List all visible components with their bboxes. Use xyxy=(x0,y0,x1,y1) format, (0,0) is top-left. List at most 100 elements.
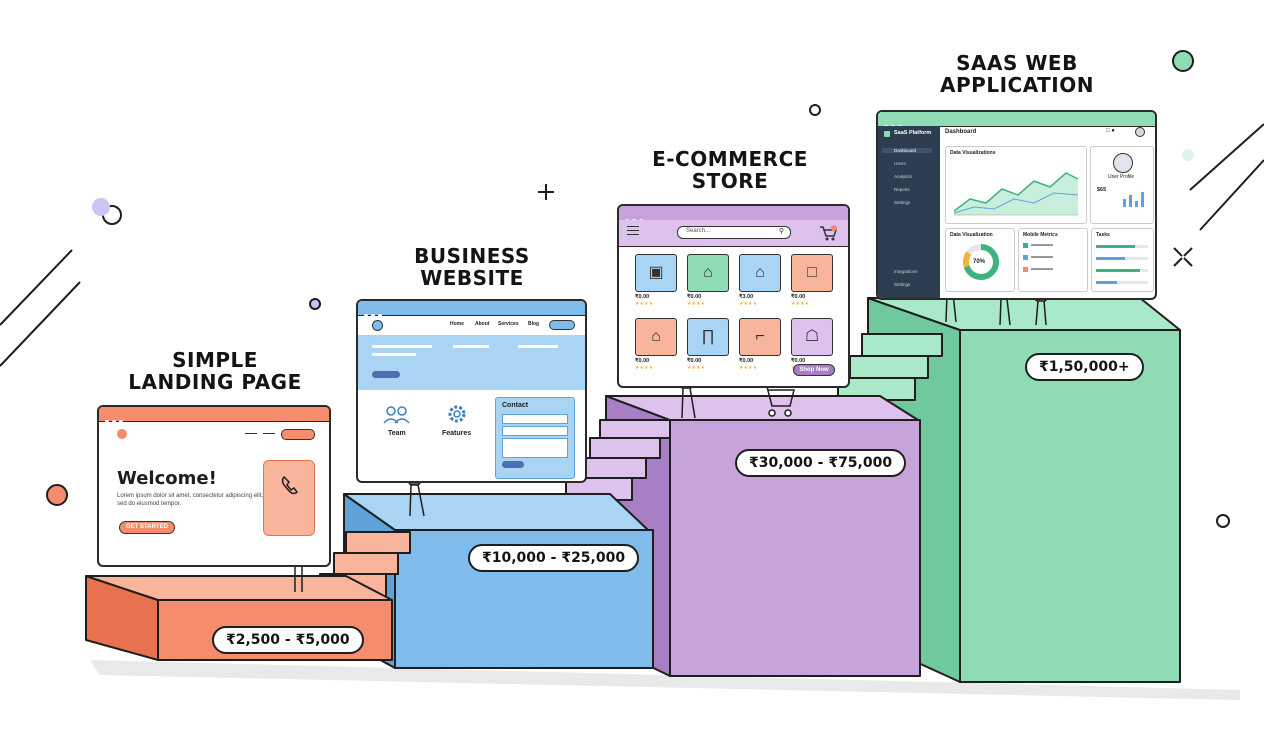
shopping-cart-icon[interactable] xyxy=(819,225,837,241)
ecommerce-title-line2: STORE xyxy=(691,169,769,194)
search-input[interactable]: Search... ⚲ xyxy=(677,226,791,239)
nav-home[interactable]: Home xyxy=(450,321,464,327)
nav-blog[interactable]: Blog xyxy=(528,321,540,327)
saas-title-line2: APPLICATION xyxy=(940,73,1094,98)
saas-nav-item[interactable]: Reports xyxy=(894,187,910,192)
saas-title-line1: SAAS WEB xyxy=(956,51,1078,75)
saas-nav-integrations[interactable]: Integrations xyxy=(894,269,918,274)
shirt-icon: ⌂ xyxy=(755,264,765,281)
business-logo xyxy=(372,320,383,331)
search-placeholder: Search... xyxy=(686,228,711,234)
mobile-metrics-card: Mobile Metrics xyxy=(1018,228,1088,292)
ecommerce-store-mockup: Search... ⚲ ▣₹0.00★★★★⌂₹0.00★★★★⌂₹3.00★★… xyxy=(617,204,850,388)
contact-name-field[interactable] xyxy=(502,414,568,424)
product-rating: ★★★★ xyxy=(687,301,705,307)
product-tile[interactable]: □ xyxy=(791,254,833,292)
product-tile[interactable]: ⌂ xyxy=(635,318,677,356)
landing-heading: Welcome! xyxy=(117,468,217,489)
phone-icon xyxy=(281,475,298,495)
get-started-button[interactable]: GET STARTED xyxy=(119,521,175,534)
tshirt-icon: ⌂ xyxy=(651,328,661,345)
contact-email-field[interactable] xyxy=(502,426,568,436)
notification-icon[interactable]: □ ● xyxy=(1106,128,1115,134)
landing-body-text: Lorem ipsum dolor sit amet, consectetur … xyxy=(117,493,264,507)
product-price: ₹0.00 xyxy=(739,358,754,364)
donut-chart xyxy=(963,244,999,280)
product-tile[interactable]: ⌂ xyxy=(687,254,729,292)
landing-browser-bar xyxy=(99,407,329,424)
ecommerce-header: Search... ⚲ xyxy=(619,220,848,247)
landing-page-mockup: Welcome! Lorem ipsum dolor sit amet, con… xyxy=(97,405,331,567)
product-price: ₹0.00 xyxy=(791,294,806,300)
menu-icon[interactable] xyxy=(627,226,639,235)
card4-title: Tasks xyxy=(1096,232,1110,238)
area-line-chart xyxy=(953,172,1079,216)
card3-title: Mobile Metrics xyxy=(1023,232,1058,238)
saas-browser-bar xyxy=(878,112,1155,129)
product-price: ₹0.00 xyxy=(687,358,702,364)
nav-about[interactable]: About xyxy=(475,321,490,327)
data-visualization-card: Data Visualization 70% xyxy=(945,228,1015,292)
contact-message-field[interactable] xyxy=(502,438,568,458)
product-price: ₹3.00 xyxy=(739,294,754,300)
saas-nav-item[interactable]: Dashboard xyxy=(882,148,932,153)
business-nav-button[interactable] xyxy=(549,320,575,330)
business-title: BUSINESS WEBSITE xyxy=(387,245,557,290)
profile-name: User Profile xyxy=(1108,174,1135,180)
product-rating: ★★★★ xyxy=(635,301,653,307)
profile-card: User Profile $65 xyxy=(1090,146,1154,224)
product-tile[interactable]: ∏ xyxy=(687,318,729,356)
search-icon[interactable]: ⚲ xyxy=(778,228,784,235)
data-visualizations-card: Data Visualizations xyxy=(945,146,1087,224)
saas-nav-item[interactable]: Analytics xyxy=(894,174,913,179)
saas-nav-item[interactable]: Settings xyxy=(894,200,911,205)
decorations xyxy=(0,104,1264,528)
product-price: ₹0.00 xyxy=(791,358,806,364)
product-tile[interactable]: ⌂ xyxy=(739,254,781,292)
ecommerce-browser-bar xyxy=(619,206,848,223)
saas-nav-item[interactable]: Users xyxy=(894,161,906,166)
landing-nav-button[interactable] xyxy=(281,429,315,440)
saas-stairs xyxy=(837,333,943,401)
product-tile[interactable]: ☖ xyxy=(791,318,833,356)
profile-bar-chart xyxy=(1123,192,1144,207)
product-price: ₹0.00 xyxy=(687,294,702,300)
business-price-badge: ₹10,000 - ₹25,000 xyxy=(468,544,640,572)
ecommerce-title: E-COMMERCE STORE xyxy=(635,148,825,193)
bag-icon: □ xyxy=(807,264,817,281)
tasks-card: Tasks xyxy=(1091,228,1154,292)
saas-page-title: Dashboard xyxy=(945,129,977,135)
nav-services[interactable]: Services xyxy=(498,321,519,327)
shop-now-button[interactable]: Shop Now xyxy=(793,364,835,376)
gear-icon xyxy=(448,405,466,423)
contact-submit-button[interactable] xyxy=(502,461,524,468)
product-rating: ★★★★ xyxy=(739,365,757,371)
business-title-line2: WEBSITE xyxy=(420,266,524,291)
product-rating: ★★★★ xyxy=(687,365,705,371)
product-price: ₹0.00 xyxy=(635,358,650,364)
landing-price-badge: ₹2,500 - ₹5,000 xyxy=(212,626,364,654)
ecommerce-price-badge: ₹30,000 - ₹75,000 xyxy=(735,449,907,477)
user-avatar[interactable] xyxy=(1135,127,1145,137)
saas-nav-settings-bottom[interactable]: Settings xyxy=(894,282,911,287)
business-browser-bar xyxy=(358,301,585,318)
pants-icon: ∏ xyxy=(701,328,715,345)
profile-value: $65 xyxy=(1097,187,1107,193)
profile-avatar xyxy=(1113,153,1133,173)
business-hero-button[interactable] xyxy=(372,371,400,378)
image-icon: ▣ xyxy=(648,264,664,281)
landing-title: SIMPLE LANDING PAGE xyxy=(120,349,310,394)
business-hero xyxy=(358,335,585,390)
product-tile[interactable]: ⌐ xyxy=(739,318,781,356)
donut-value: 70% xyxy=(973,259,986,265)
product-tile[interactable]: ▣ xyxy=(635,254,677,292)
contact-label: Contact xyxy=(502,402,529,409)
saas-title: SAAS WEB APPLICATION xyxy=(922,52,1112,97)
card1-title: Data Visualizations xyxy=(950,150,996,156)
landing-title-line1: SIMPLE xyxy=(172,348,258,372)
cart-icon: ☖ xyxy=(804,328,820,345)
tshirt-icon: ⌂ xyxy=(703,264,713,281)
